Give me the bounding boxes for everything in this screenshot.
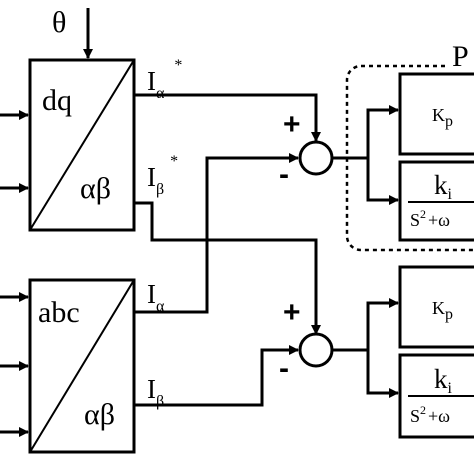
kp-block-top: Kp [398, 72, 474, 156]
alphabeta-label-bottom: αβ [84, 398, 115, 431]
i-beta-ref-label: Iβ* [147, 153, 178, 198]
svg-text:S2+ω: S2+ω [410, 207, 450, 230]
ki-block-top: ki S2+ω [398, 160, 474, 242]
dq-to-alphabeta-block: dq αβ [28, 58, 136, 232]
pr-controller-group [345, 64, 474, 252]
svg-text:ki: ki [434, 170, 453, 203]
abc-to-alphabeta-block: abc αβ [28, 278, 136, 454]
alphabeta-label-top: αβ [80, 172, 111, 205]
i-beta-label: Iβ [147, 374, 164, 410]
wire-bottom-to-ki [366, 350, 399, 398]
top-minus-sign: - [279, 158, 289, 191]
svg-text:Kp: Kp [432, 105, 453, 130]
wire-i-beta [134, 345, 299, 407]
kp-block-bottom: Kp [398, 265, 474, 349]
summing-junction-top [298, 140, 334, 176]
wire-i-beta-ref [134, 201, 321, 335]
wire-i-alpha-ref [134, 93, 321, 142]
wire-top-to-ki [366, 158, 399, 205]
pr-label-backdrop [446, 44, 474, 74]
bottom-minus-sign: - [279, 352, 289, 385]
dq-label: dq [42, 84, 72, 117]
abc-label: abc [38, 296, 80, 329]
top-plus-sign: + [283, 108, 301, 141]
i-alpha-label: Iα [147, 279, 165, 315]
svg-text:S2+ω: S2+ω [410, 403, 450, 426]
wire-i-alpha [134, 153, 299, 314]
theta-label: θ [52, 6, 66, 39]
svg-text:Kp: Kp [432, 298, 453, 323]
wire-top-to-kp [366, 105, 399, 158]
pr-label: P [452, 40, 469, 73]
ki-block-bottom: ki S2+ω [398, 353, 474, 439]
bottom-plus-sign: + [283, 296, 301, 329]
summing-junction-bottom [298, 332, 334, 368]
wire-bottom-to-kp [366, 298, 399, 350]
svg-text:ki: ki [434, 364, 453, 397]
